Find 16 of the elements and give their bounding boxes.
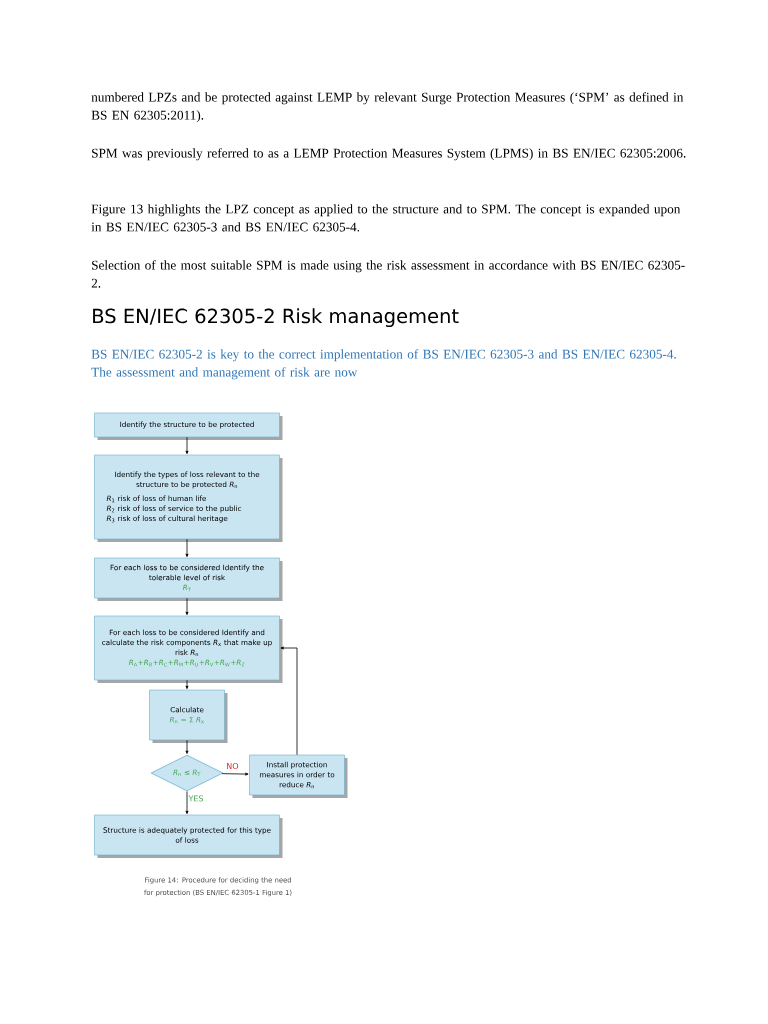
paragraph-text: Figure 13 highlights the LPZ concept as applied to the structure and to SPM. The concept is expanded upon in BS EN/IEC 62305-3 and BS EN/IEC 62305-4.: [91, 204, 681, 232]
arrow: [185, 538, 189, 558]
edge-label: YES: [188, 795, 204, 802]
paragraph-text: SPM was previously referred to as a LEMP Protection Measures System (LPMS) in BS EN/IEC 62305:2006.: [92, 148, 686, 161]
arrow: [185, 791, 189, 815]
arrow: [185, 739, 189, 754]
arrow: [185, 679, 189, 690]
paragraph-text: Selection of the most suitable SPM is made using the risk assessment in accordance with BS EN/IEC 62305-2.: [91, 260, 685, 288]
heading: BS EN/IEC 62305-2 Risk management: [93, 308, 459, 328]
arrow: [280, 646, 298, 756]
edge-label: NO: [227, 763, 239, 770]
arrow: [185, 436, 189, 455]
arrow: [221, 772, 249, 776]
arrow: [185, 597, 189, 616]
paragraph-text: BS EN/IEC 62305-2 is key to the correct implementation of BS EN/IEC 62305-3 and BS EN/IEC 62305-4. The assessment and management of risk are now: [91, 349, 676, 380]
paragraph-text: numbered LPZs and be protected against LEMP by relevant Surge Protection Measures (‘SPM’ as defined in BS EN 62305:2011).: [91, 92, 684, 123]
